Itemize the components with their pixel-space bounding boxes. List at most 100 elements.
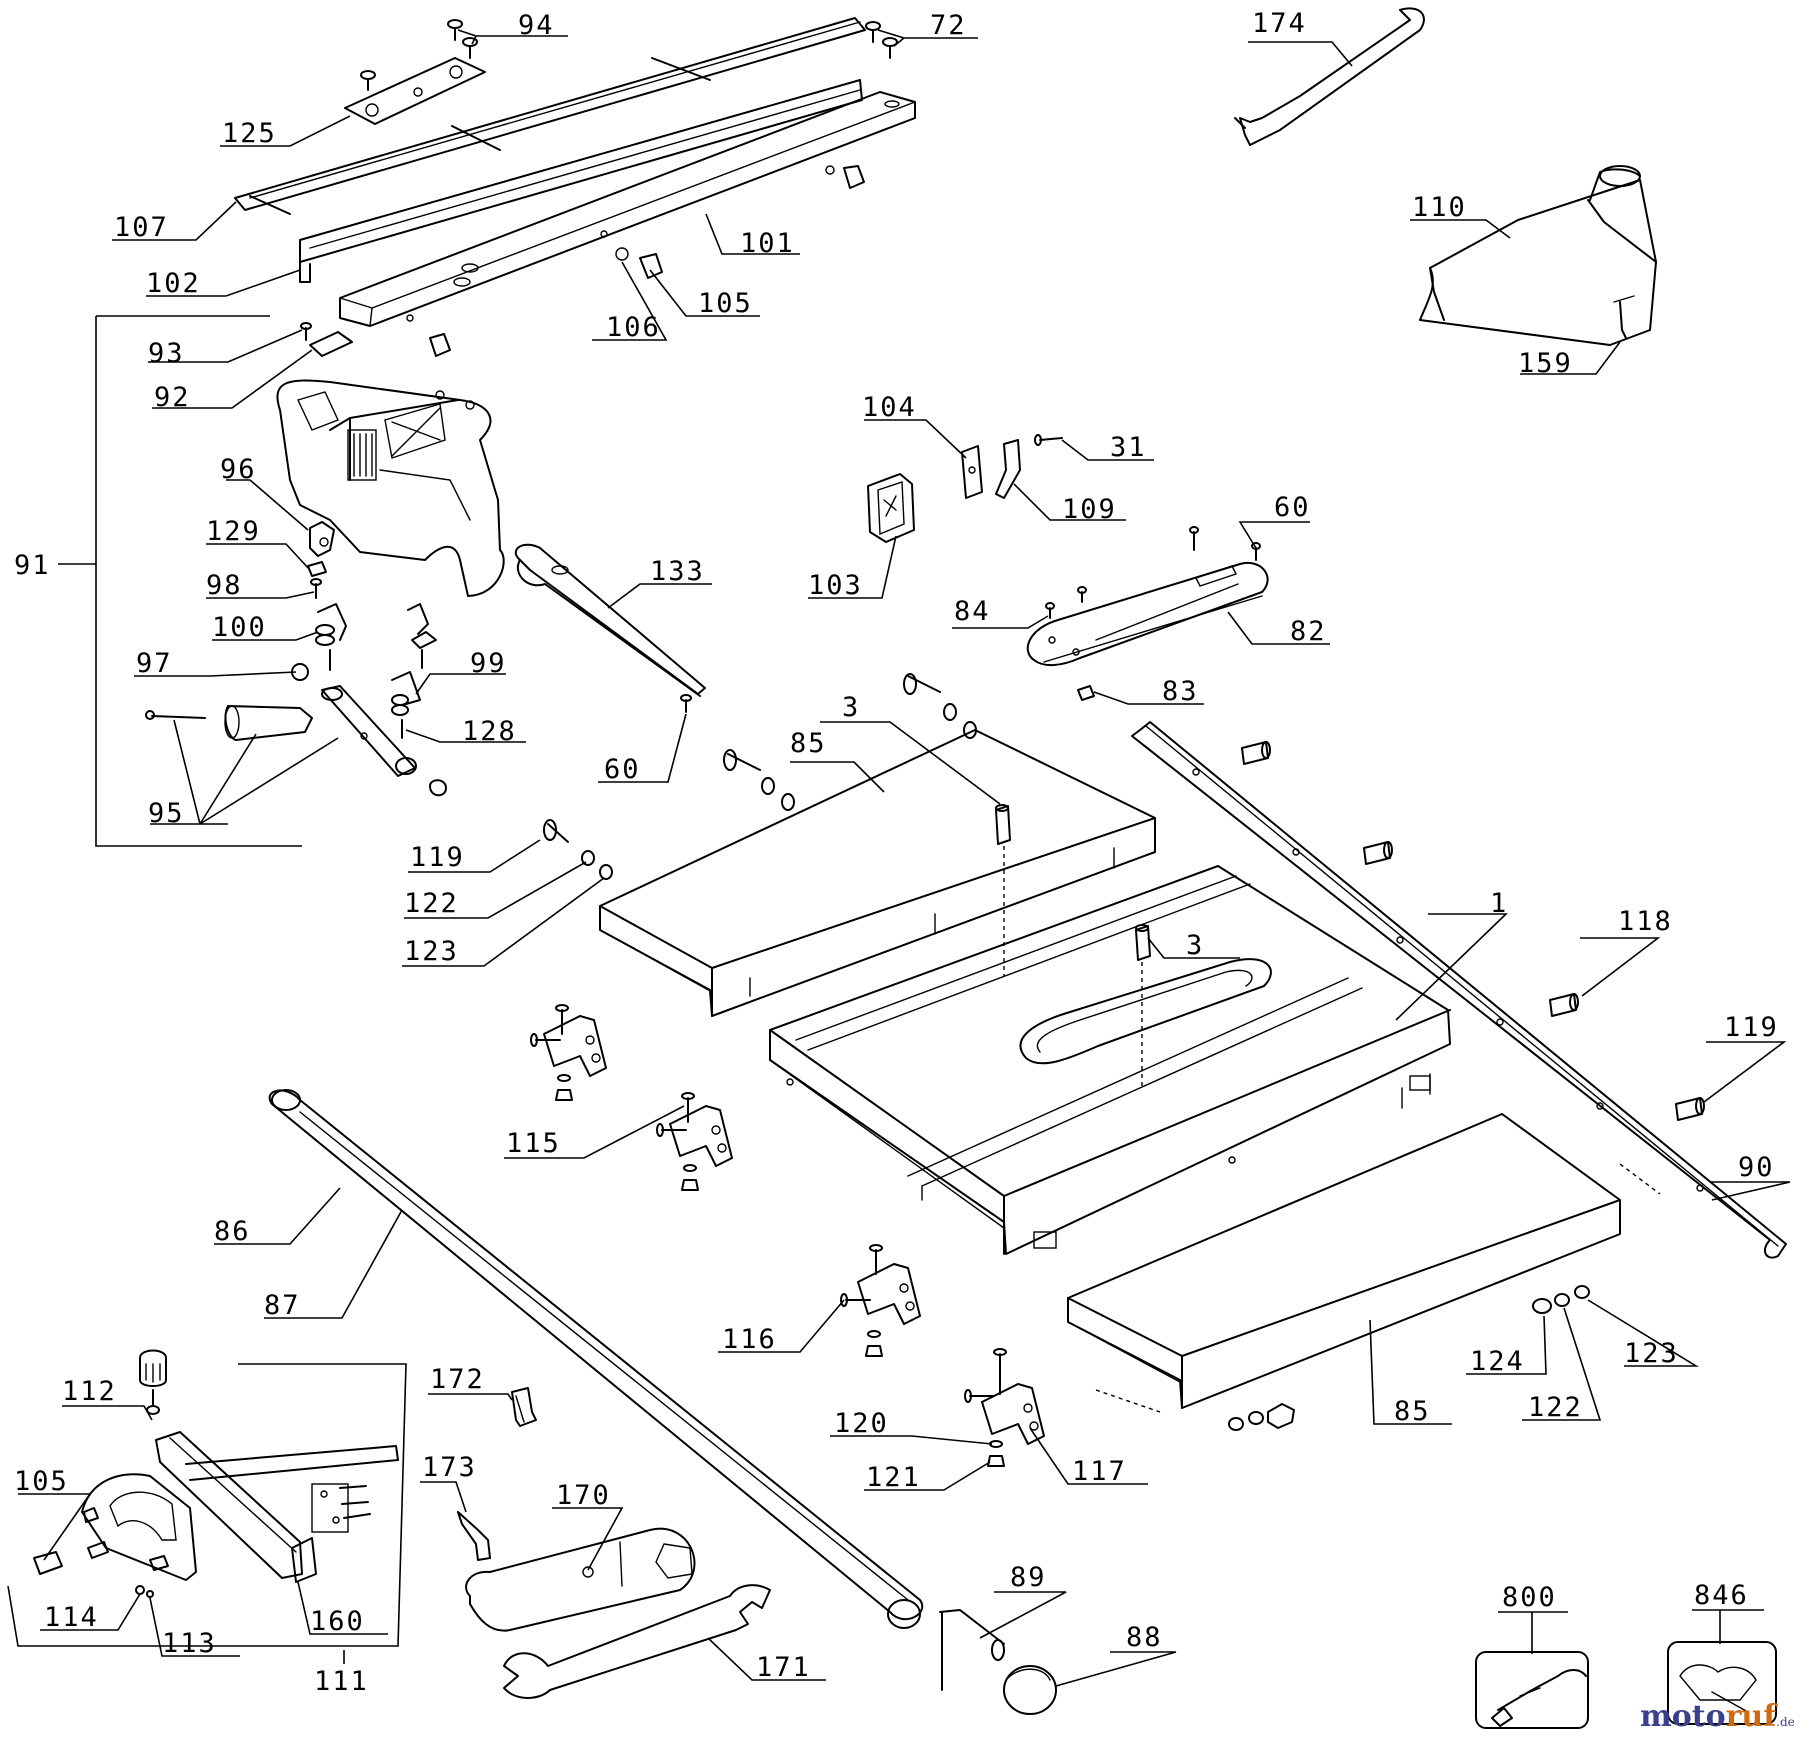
label-120: 120 <box>834 1408 889 1439</box>
main-table-1 <box>769 865 1451 1255</box>
label-114: 114 <box>44 1602 99 1633</box>
guard-tube-133 <box>514 543 706 713</box>
small-fence-parts <box>291 521 437 739</box>
miter-gauge-111 <box>33 1431 399 1598</box>
label-170: 170 <box>556 1480 611 1511</box>
label-112: 112 <box>62 1376 117 1407</box>
kit-800-box <box>1475 1651 1589 1729</box>
bracket-117 <box>964 1348 1045 1467</box>
label-83: 83 <box>1162 676 1199 707</box>
label-800: 800 <box>1502 1582 1557 1613</box>
label-92: 92 <box>154 382 191 413</box>
fence-tube-101 <box>339 91 916 327</box>
label-72: 72 <box>930 10 967 41</box>
clamp-plate-125 <box>344 57 486 125</box>
cam-clips-105 <box>429 165 865 357</box>
label-100: 100 <box>212 612 267 643</box>
label-123-right: 123 <box>1624 1338 1679 1369</box>
label-173: 173 <box>422 1452 477 1483</box>
hex-key-172 <box>511 1387 537 1427</box>
label-160: 160 <box>310 1606 365 1637</box>
label-3-top: 3 <box>842 692 860 723</box>
pins-3 <box>995 804 1151 1090</box>
label-96: 96 <box>220 454 257 485</box>
guard-arm-174 <box>1234 7 1425 146</box>
label-107: 107 <box>114 212 169 243</box>
dust-chute-110 <box>1419 165 1657 346</box>
label-122-right: 122 <box>1528 1392 1583 1423</box>
label-118: 118 <box>1618 906 1673 937</box>
label-129: 129 <box>206 516 261 547</box>
label-171: 171 <box>756 1652 811 1683</box>
part-labels: 94 72 125 107 102 101 106 105 91 93 92 9… <box>14 8 1779 1697</box>
wrench-171 <box>503 1584 771 1699</box>
fence-extrusion-102 <box>299 79 863 283</box>
fence-rail-107 <box>234 17 866 211</box>
label-82: 82 <box>1290 616 1327 647</box>
label-95: 95 <box>148 798 185 829</box>
label-99: 99 <box>470 648 507 679</box>
label-125: 125 <box>222 118 277 149</box>
label-91: 91 <box>14 550 51 581</box>
left-extension-wing-85 <box>599 729 1156 1017</box>
label-90: 90 <box>1738 1152 1775 1183</box>
wrench-170 <box>465 1527 696 1632</box>
label-122-left: 122 <box>404 888 459 919</box>
label-116: 116 <box>722 1324 777 1355</box>
label-172: 172 <box>430 1364 485 1395</box>
label-119-right: 119 <box>1724 1012 1779 1043</box>
rod-89 <box>939 1609 1005 1691</box>
label-110: 110 <box>1412 192 1467 223</box>
screws-94 <box>360 19 478 91</box>
brackets-115 <box>530 1004 733 1191</box>
label-85-left: 85 <box>790 728 827 759</box>
label-115: 115 <box>506 1128 561 1159</box>
right-extension-wing-85 <box>1067 1113 1661 1413</box>
label-121: 121 <box>866 1462 921 1493</box>
tube-86-87 <box>268 1089 924 1629</box>
svg-text:motoruf.de: motoruf.de <box>1640 1699 1795 1734</box>
label-97: 97 <box>136 648 173 679</box>
hex-key-173 <box>457 1511 491 1561</box>
watermark-suffix: .de <box>1776 1715 1795 1729</box>
label-113: 113 <box>162 1628 217 1659</box>
label-86: 86 <box>214 1216 251 1247</box>
kit-846-box <box>1667 1641 1777 1725</box>
label-174: 174 <box>1252 8 1307 39</box>
bolts-118-119 <box>1241 741 1705 1121</box>
label-119-left: 119 <box>410 842 465 873</box>
fence-rods <box>249 57 711 215</box>
label-104: 104 <box>862 392 917 423</box>
label-87: 87 <box>264 1290 301 1321</box>
label-106: 106 <box>606 312 661 343</box>
label-84: 84 <box>954 596 991 627</box>
label-102: 102 <box>146 268 201 299</box>
bracket-116 <box>840 1244 921 1357</box>
label-98: 98 <box>206 570 243 601</box>
clip-92-93 <box>300 322 353 357</box>
handle-95 <box>145 685 447 797</box>
label-109: 109 <box>1062 494 1117 525</box>
label-60-right: 60 <box>1274 492 1311 523</box>
rear-rail-90 <box>1131 721 1787 1259</box>
knob-88 <box>1003 1665 1057 1715</box>
label-31: 31 <box>1110 432 1147 463</box>
label-128: 128 <box>462 716 517 747</box>
knob-112 <box>139 1349 167 1415</box>
label-103: 103 <box>808 570 863 601</box>
label-101: 101 <box>740 228 795 259</box>
label-60-left: 60 <box>604 754 641 785</box>
brackets-104-109 <box>961 434 1063 499</box>
label-105-top: 105 <box>698 288 753 319</box>
screws-72 <box>865 21 898 59</box>
label-105-lower: 105 <box>14 1466 69 1497</box>
bolt-washers-top <box>543 673 977 880</box>
label-93: 93 <box>148 338 185 369</box>
motoruf-watermark-logo: motoruf.de <box>1640 1699 1795 1734</box>
label-89: 89 <box>1010 1562 1047 1593</box>
label-133: 133 <box>650 556 705 587</box>
label-123-left: 123 <box>404 936 459 967</box>
leader-lines <box>7 29 1791 1687</box>
